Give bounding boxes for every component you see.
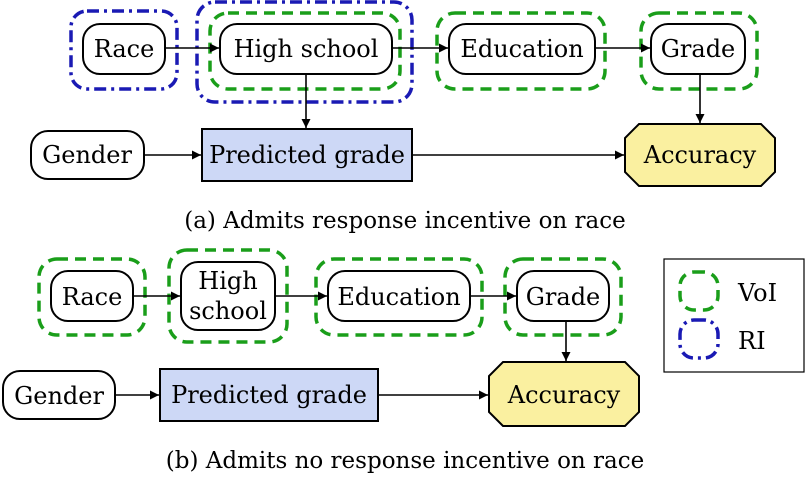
node-high-school-b-label-line1: High bbox=[198, 267, 257, 295]
utility-accuracy-b: Accuracy bbox=[488, 361, 640, 427]
node-education-b: Education bbox=[327, 270, 471, 322]
utility-accuracy-a: Accuracy bbox=[624, 123, 776, 187]
utility-accuracy-b-label: Accuracy bbox=[507, 381, 621, 409]
ri-outline-race-a bbox=[69, 9, 179, 91]
node-gender-a-label: Gender bbox=[42, 141, 132, 169]
voi-outline-race-b bbox=[37, 257, 147, 337]
legend-voi-swatch bbox=[678, 270, 720, 312]
node-race-a-label: Race bbox=[94, 35, 155, 63]
node-education-a-label: Education bbox=[460, 35, 583, 63]
legend-ri-swatch bbox=[678, 318, 720, 360]
decision-predicted-grade-b: Predicted grade bbox=[159, 368, 379, 422]
caption-a: (a) Admits response incentive on race bbox=[184, 208, 626, 234]
node-education-a: Education bbox=[448, 23, 596, 75]
voi-outline-grade-b bbox=[503, 257, 623, 337]
node-education-b-label: Education bbox=[337, 283, 460, 311]
utility-node-a-shape bbox=[624, 123, 776, 187]
node-gender-b-label: Gender bbox=[14, 382, 104, 410]
legend-box bbox=[663, 258, 805, 373]
voi-outline-education-a bbox=[435, 11, 607, 91]
node-race-a: Race bbox=[82, 23, 166, 75]
diagram-b: Race High school Education Grade Gender … bbox=[2, 248, 645, 474]
node-race-b-label: Race bbox=[62, 283, 123, 311]
node-high-school-b-label-line2: school bbox=[189, 297, 267, 325]
node-gender-b: Gender bbox=[2, 370, 116, 420]
decision-predicted-grade-a-label: Predicted grade bbox=[209, 141, 405, 169]
decision-predicted-grade-a: Predicted grade bbox=[201, 128, 413, 182]
diagram-a: Race High school Education Grade Gender … bbox=[30, 0, 776, 234]
node-race-b: Race bbox=[50, 270, 134, 322]
legend-voi-label: VoI bbox=[737, 279, 777, 307]
caption-b: (b) Admits no response incentive on race bbox=[166, 448, 645, 474]
utility-accuracy-a-label: Accuracy bbox=[643, 141, 757, 169]
node-high-school-a-label: High school bbox=[234, 35, 379, 63]
voi-outline-grade-a bbox=[639, 11, 759, 91]
node-grade-b-label: Grade bbox=[526, 283, 601, 311]
node-high-school-b: High school bbox=[180, 261, 276, 331]
decision-node-b-box bbox=[159, 368, 379, 422]
decision-predicted-grade-b-label: Predicted grade bbox=[171, 381, 367, 409]
legend: VoI RI bbox=[663, 258, 805, 373]
legend-ri-label: RI bbox=[738, 327, 766, 355]
utility-node-b-shape bbox=[488, 361, 640, 427]
node-grade-a-label: Grade bbox=[661, 35, 736, 63]
node-grade-a: Grade bbox=[650, 23, 746, 75]
node-high-school-a: High school bbox=[219, 23, 393, 75]
voi-outline-education-b bbox=[314, 257, 484, 337]
node-grade-b: Grade bbox=[516, 270, 610, 322]
node-gender-a: Gender bbox=[30, 130, 145, 180]
decision-node-a-box bbox=[201, 128, 413, 182]
